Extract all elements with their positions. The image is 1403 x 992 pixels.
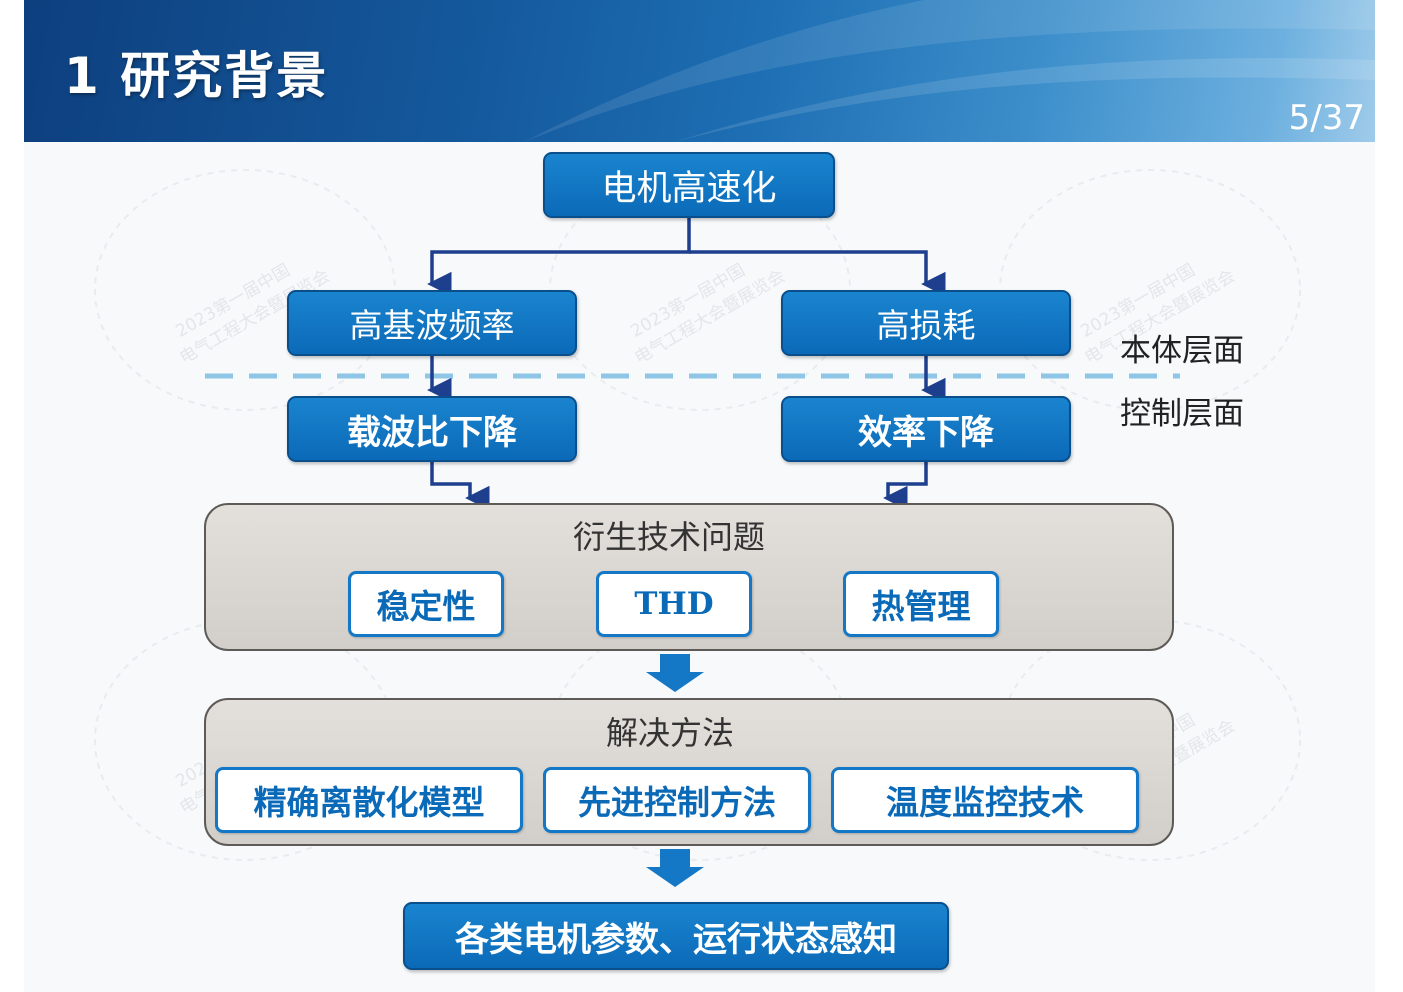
page-title: 1 研究背景 — [64, 47, 329, 105]
chip-temperature-monitoring: 温度监控技术 — [831, 767, 1139, 833]
node-label: 载波比下降 — [347, 412, 517, 453]
connector-top-to-left — [427, 218, 691, 297]
node-efficiency-drop: 效率下降 — [781, 396, 1071, 462]
chip-thd: THD — [596, 571, 752, 637]
node-label: 高损耗 — [876, 306, 976, 345]
page-number: 5/37 — [1288, 98, 1365, 138]
connector-top-to-right — [689, 250, 946, 297]
node-parameter-state-perception: 各类电机参数、运行状态感知 — [403, 902, 949, 970]
node-carrier-ratio-drop: 载波比下降 — [287, 396, 577, 462]
chip-label: 热管理 — [871, 587, 971, 626]
layer-label-control: 控制层面 — [1120, 396, 1244, 432]
panel-solutions-title: 解决方法 — [606, 714, 735, 752]
chip-thermal-management: 热管理 — [843, 571, 999, 637]
node-motor-high-speed: 电机高速化 — [543, 152, 835, 218]
chip-label: 精确离散化模型 — [253, 783, 485, 822]
panel-derived-problems-title: 衍生技术问题 — [573, 518, 766, 556]
node-label: 电机高速化 — [601, 168, 777, 209]
header-swoosh-decoration — [524, 0, 1375, 142]
flow-arrow-down-2 — [646, 849, 704, 887]
chip-label: 稳定性 — [376, 587, 476, 626]
node-label: 效率下降 — [858, 412, 994, 453]
node-label: 高基波频率 — [349, 306, 515, 345]
connector-left-to-panel — [430, 462, 490, 511]
chip-label: THD — [634, 586, 714, 622]
chip-advanced-control-method: 先进控制方法 — [543, 767, 811, 833]
layer-label-body: 本体层面 — [1120, 333, 1244, 369]
chip-precise-discretization-model: 精确离散化模型 — [215, 767, 523, 833]
flow-arrow-down-1 — [646, 654, 704, 692]
node-high-fundamental-frequency: 高基波频率 — [287, 290, 577, 356]
chip-label: 先进控制方法 — [578, 783, 776, 822]
chip-label: 温度监控技术 — [886, 783, 1084, 822]
chip-stability: 稳定性 — [348, 571, 504, 637]
node-label: 各类电机参数、运行状态感知 — [455, 919, 897, 960]
slide-header: 1 研究背景 5/37 — [24, 0, 1375, 142]
node-high-loss: 高损耗 — [781, 290, 1071, 356]
connector-right-to-panel — [883, 462, 928, 511]
